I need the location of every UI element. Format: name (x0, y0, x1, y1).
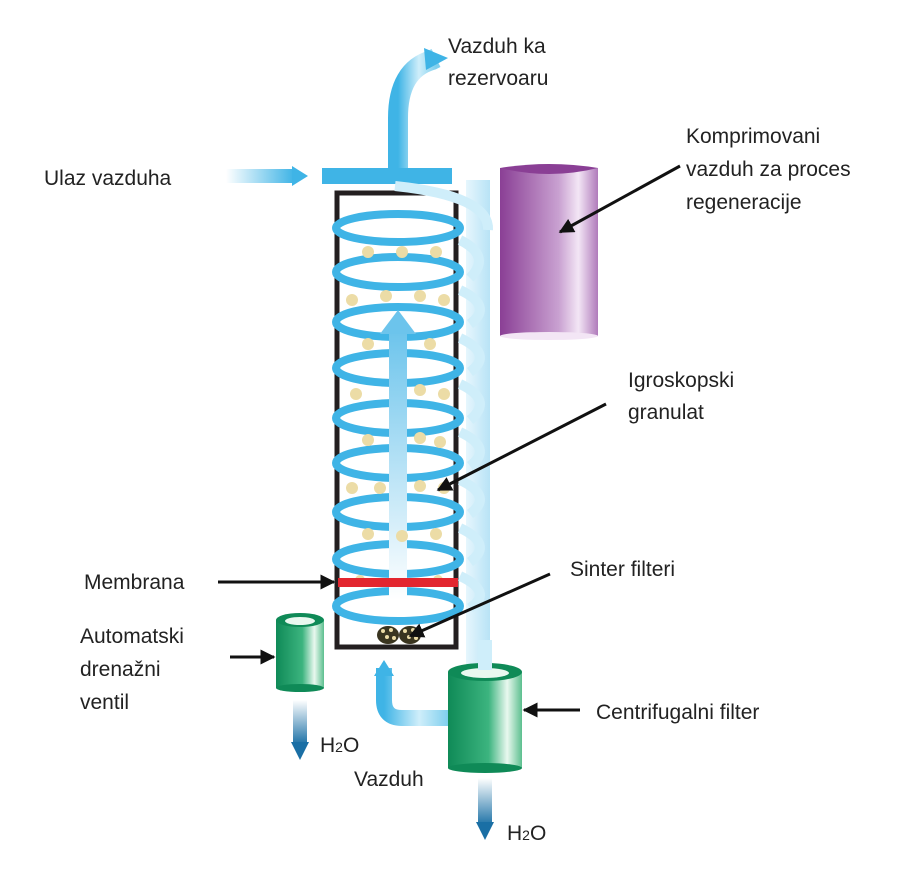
drain-valve-label-3: ventil (80, 691, 129, 714)
compressed-air-label-2: vazduh za proces (686, 158, 851, 181)
drain-valve-cylinder (276, 613, 324, 692)
water-drop-right-icon (476, 822, 494, 840)
membrane-bar (338, 578, 458, 587)
air-inlet-label: Ulaz vazduha (44, 167, 172, 190)
granulate-label-2: granulat (628, 401, 704, 424)
air-to-tank-label-2: rezervoaru (448, 67, 548, 90)
water-drop-left-icon (291, 742, 309, 760)
air-inlet-arrow-icon (226, 169, 294, 183)
air-to-tank-label-1: Vazduh ka (448, 35, 546, 58)
inlet-arrow-head-icon (292, 166, 308, 186)
granulate-label-1: Igroskopski (628, 369, 734, 392)
upward-arrow-icon (380, 310, 416, 334)
compressed-air-label-1: Komprimovani (686, 125, 820, 148)
air-return-arrow-icon (374, 660, 394, 676)
membrane-label: Membrana (84, 571, 185, 594)
air-label: Vazduh (354, 768, 424, 791)
water-right-label: H2O (507, 822, 546, 845)
coil-icon (394, 181, 493, 613)
centrifugal-inlet-tube (478, 640, 492, 670)
water-left-label: H2O (320, 734, 359, 757)
centrifugal-filter-cylinder (448, 663, 522, 773)
outlet-arrow-icon (424, 48, 448, 70)
regeneration-cylinder (500, 164, 598, 340)
arrow-sinter (408, 572, 551, 638)
drain-valve-label-1: Automatski (80, 625, 184, 648)
arrow-granulate (436, 402, 607, 492)
upward-air-shaft (389, 330, 407, 600)
centrifugal-filter-label: Centrifugalni filter (596, 701, 759, 724)
drain-valve-label-2: drenažni (80, 658, 161, 681)
coil-inlet-pipe (322, 168, 452, 184)
sinter-filters-label: Sinter filteri (570, 558, 675, 581)
pointer-arrows (218, 164, 681, 718)
compressed-air-label-3: regeneracije (686, 191, 802, 214)
granule-dot (346, 246, 450, 585)
air-return-path (376, 668, 448, 726)
arrow-compressed-air (558, 164, 681, 234)
water-outlet-left (293, 700, 307, 745)
outlet-tube (388, 49, 441, 168)
water-outlet-right (478, 778, 492, 826)
